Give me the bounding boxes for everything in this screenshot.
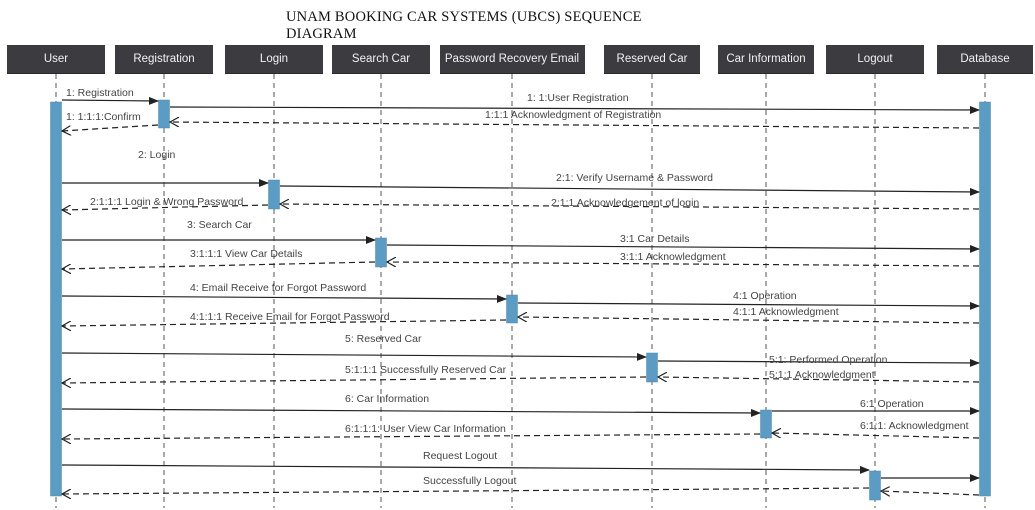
message-label-24: 6:1:1:1: User View Car Information — [345, 423, 506, 435]
message-label-10: 3:1 Car Details — [620, 233, 689, 245]
return-arrow-19 — [658, 377, 980, 383]
call-arrow-6 — [279, 185, 980, 196]
activation-bar-password-recovery — [506, 294, 518, 324]
activation-bar-reserved-car — [646, 352, 658, 383]
call-arrow-18 — [657, 358, 980, 367]
diagram-title: UNAM BOOKING CAR SYSTEMS (UBCS) SEQUENCE… — [286, 9, 642, 42]
message-label-7: 2:1:1 Acknowledgement of login — [551, 197, 699, 209]
call-arrow-10 — [386, 244, 980, 253]
message-label-25: Request Logout — [423, 450, 497, 462]
return-arrow-12 — [62, 261, 376, 269]
return-arrow-4 — [62, 124, 159, 131]
lifeline-header-database: Database — [937, 45, 1033, 74]
message-label-4: 1: 1:1:1:Confirm — [66, 111, 141, 123]
message-label-17: 5: Reserved Car — [345, 333, 422, 345]
call-arrow-14 — [517, 301, 980, 310]
message-label-15: 4:1:1 Acknowledgment — [733, 306, 839, 318]
message-label-9: 3: Search Car — [187, 219, 252, 231]
message-label-3: 1:1:1 Acknowledgment of Registration — [485, 109, 661, 121]
message-label-23: 6:1:1: Acknowledgment — [860, 420, 969, 432]
message-label-22: 6:1 Operation — [860, 398, 924, 410]
return-arrow-28 — [62, 487, 870, 494]
lifeline-header-login: Login — [225, 45, 323, 74]
return-arrow-16 — [62, 319, 507, 326]
message-label-2: 1: 1:User Registration — [527, 92, 629, 104]
return-arrow-3 — [170, 122, 980, 129]
activation-bar-login — [268, 179, 280, 210]
lifeline-header-car-information: Car Information — [718, 45, 814, 74]
lifeline-header-password-recovery: Password Recovery Email — [439, 45, 585, 74]
lifeline-header-search-car: Search Car — [332, 45, 430, 74]
return-arrow-15 — [518, 317, 980, 324]
activation-bar-registration — [158, 99, 170, 129]
message-label-5: 2: Login — [138, 149, 176, 161]
message-label-21: 6: Car Information — [345, 393, 429, 405]
activation-bar-search-car — [375, 237, 387, 268]
message-label-18: 5:1: Performed Operation — [769, 354, 888, 366]
return-arrow-24 — [62, 433, 761, 439]
call-arrow-21 — [61, 408, 761, 417]
message-label-8: 2:1:1:1 Login & Wrong Password — [90, 196, 243, 208]
message-label-28: Successfully Logout — [423, 475, 516, 487]
message-label-19: 5:1:1 Acknowledgment — [769, 369, 875, 381]
message-label-14: 4:1 Operation — [733, 290, 797, 302]
message-label-11: 3:1:1 Acknowledgment — [620, 251, 726, 263]
message-label-20: 5:1:1:1 Successfully Reserved Car — [345, 364, 507, 376]
message-label-1: 1: Registration — [66, 87, 134, 99]
activation-bar-logout — [869, 470, 881, 501]
return-arrow-23 — [772, 433, 980, 439]
return-arrow-27 — [881, 491, 980, 495]
return-arrow-8 — [62, 204, 269, 210]
call-arrow-1 — [61, 96, 159, 105]
message-label-12: 3:1:1:1 View Car Details — [190, 248, 302, 260]
call-arrow-2 — [169, 105, 980, 114]
message-label-13: 4: Email Receive for Forgot Password — [190, 282, 366, 294]
call-arrow-13 — [61, 294, 507, 303]
return-arrow-7 — [280, 204, 980, 210]
activation-bar-database — [979, 101, 991, 497]
lifeline-header-registration: Registration — [115, 45, 213, 74]
message-label-6: 2:1: Verify Username & Password — [556, 172, 713, 184]
call-arrow-25 — [61, 464, 870, 474]
call-arrow-17 — [61, 352, 647, 361]
return-arrow-20 — [62, 376, 647, 383]
message-label-16: 4:1:1:1 Receive Email for Forgot Passwor… — [190, 311, 390, 323]
lifeline-header-reserved-car: Reserved Car — [604, 45, 700, 74]
lifeline-header-logout: Logout — [826, 45, 924, 74]
activation-bar-user — [50, 101, 62, 497]
return-arrow-11 — [387, 262, 980, 266]
lifeline-header-user: User — [7, 45, 105, 74]
activation-bar-car-information — [760, 409, 772, 439]
